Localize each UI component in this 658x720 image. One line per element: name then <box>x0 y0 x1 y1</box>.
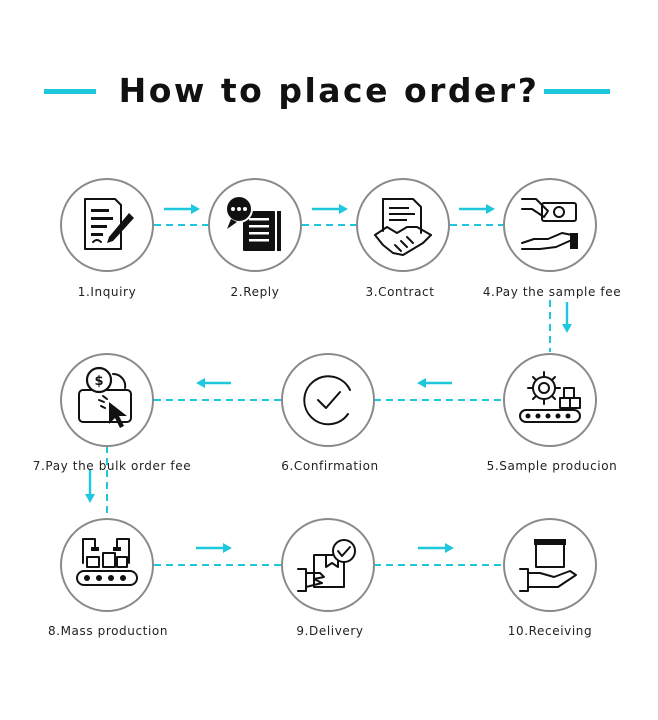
gear-conveyor-icon <box>519 371 581 423</box>
arrow-left-icon <box>196 378 231 388</box>
cash-hand-icon <box>521 198 578 250</box>
step-label: 2.Reply <box>230 285 280 299</box>
arrow-right-icon <box>459 204 495 214</box>
arrow-right-icon <box>418 543 454 553</box>
package-delivery-icon <box>297 539 356 592</box>
step-label: 6.Confirmation <box>281 459 379 473</box>
coin-card-click-icon: $ <box>78 366 132 428</box>
flow-arrows <box>85 204 572 553</box>
step-4-circle <box>503 178 597 272</box>
box-hand-icon <box>519 539 577 592</box>
title-accent-bar-left <box>44 89 96 94</box>
step-label: 7.Pay the bulk order fee <box>32 459 192 473</box>
title-accent-bar-right <box>544 89 610 94</box>
step-label: 10.Receiving <box>507 624 593 638</box>
arrow-down-icon <box>85 470 95 503</box>
step-3-circle <box>356 178 450 272</box>
step-circles <box>60 178 597 612</box>
step-label: 8.Mass production <box>47 624 169 638</box>
step-label: 3.Contract <box>365 285 435 299</box>
page-title: How to place order? <box>118 71 540 110</box>
connectors <box>106 224 551 566</box>
title-area: How to place order? <box>0 68 658 114</box>
arrow-right-icon <box>164 204 200 214</box>
svg-text:$: $ <box>94 374 103 389</box>
step-10-circle <box>503 518 597 612</box>
step-5-circle <box>503 353 597 447</box>
check-circle-icon <box>303 375 351 426</box>
step-label: 1.Inquiry <box>77 285 137 299</box>
step-label: 9.Delivery <box>296 624 364 638</box>
step-label: 5.Sample producion <box>486 459 618 473</box>
arrow-right-icon <box>312 204 348 214</box>
chat-document-icon <box>225 195 281 251</box>
document-pen-icon <box>84 198 134 250</box>
arrow-left-icon <box>417 378 452 388</box>
step-label: 4.Pay the sample fee <box>482 285 622 299</box>
contract-handshake-icon <box>374 198 432 256</box>
step-6-circle <box>281 353 375 447</box>
arrow-right-icon <box>196 543 232 553</box>
step-8-circle <box>60 518 154 612</box>
arrow-down-icon <box>562 302 572 333</box>
factory-line-icon <box>76 538 138 586</box>
